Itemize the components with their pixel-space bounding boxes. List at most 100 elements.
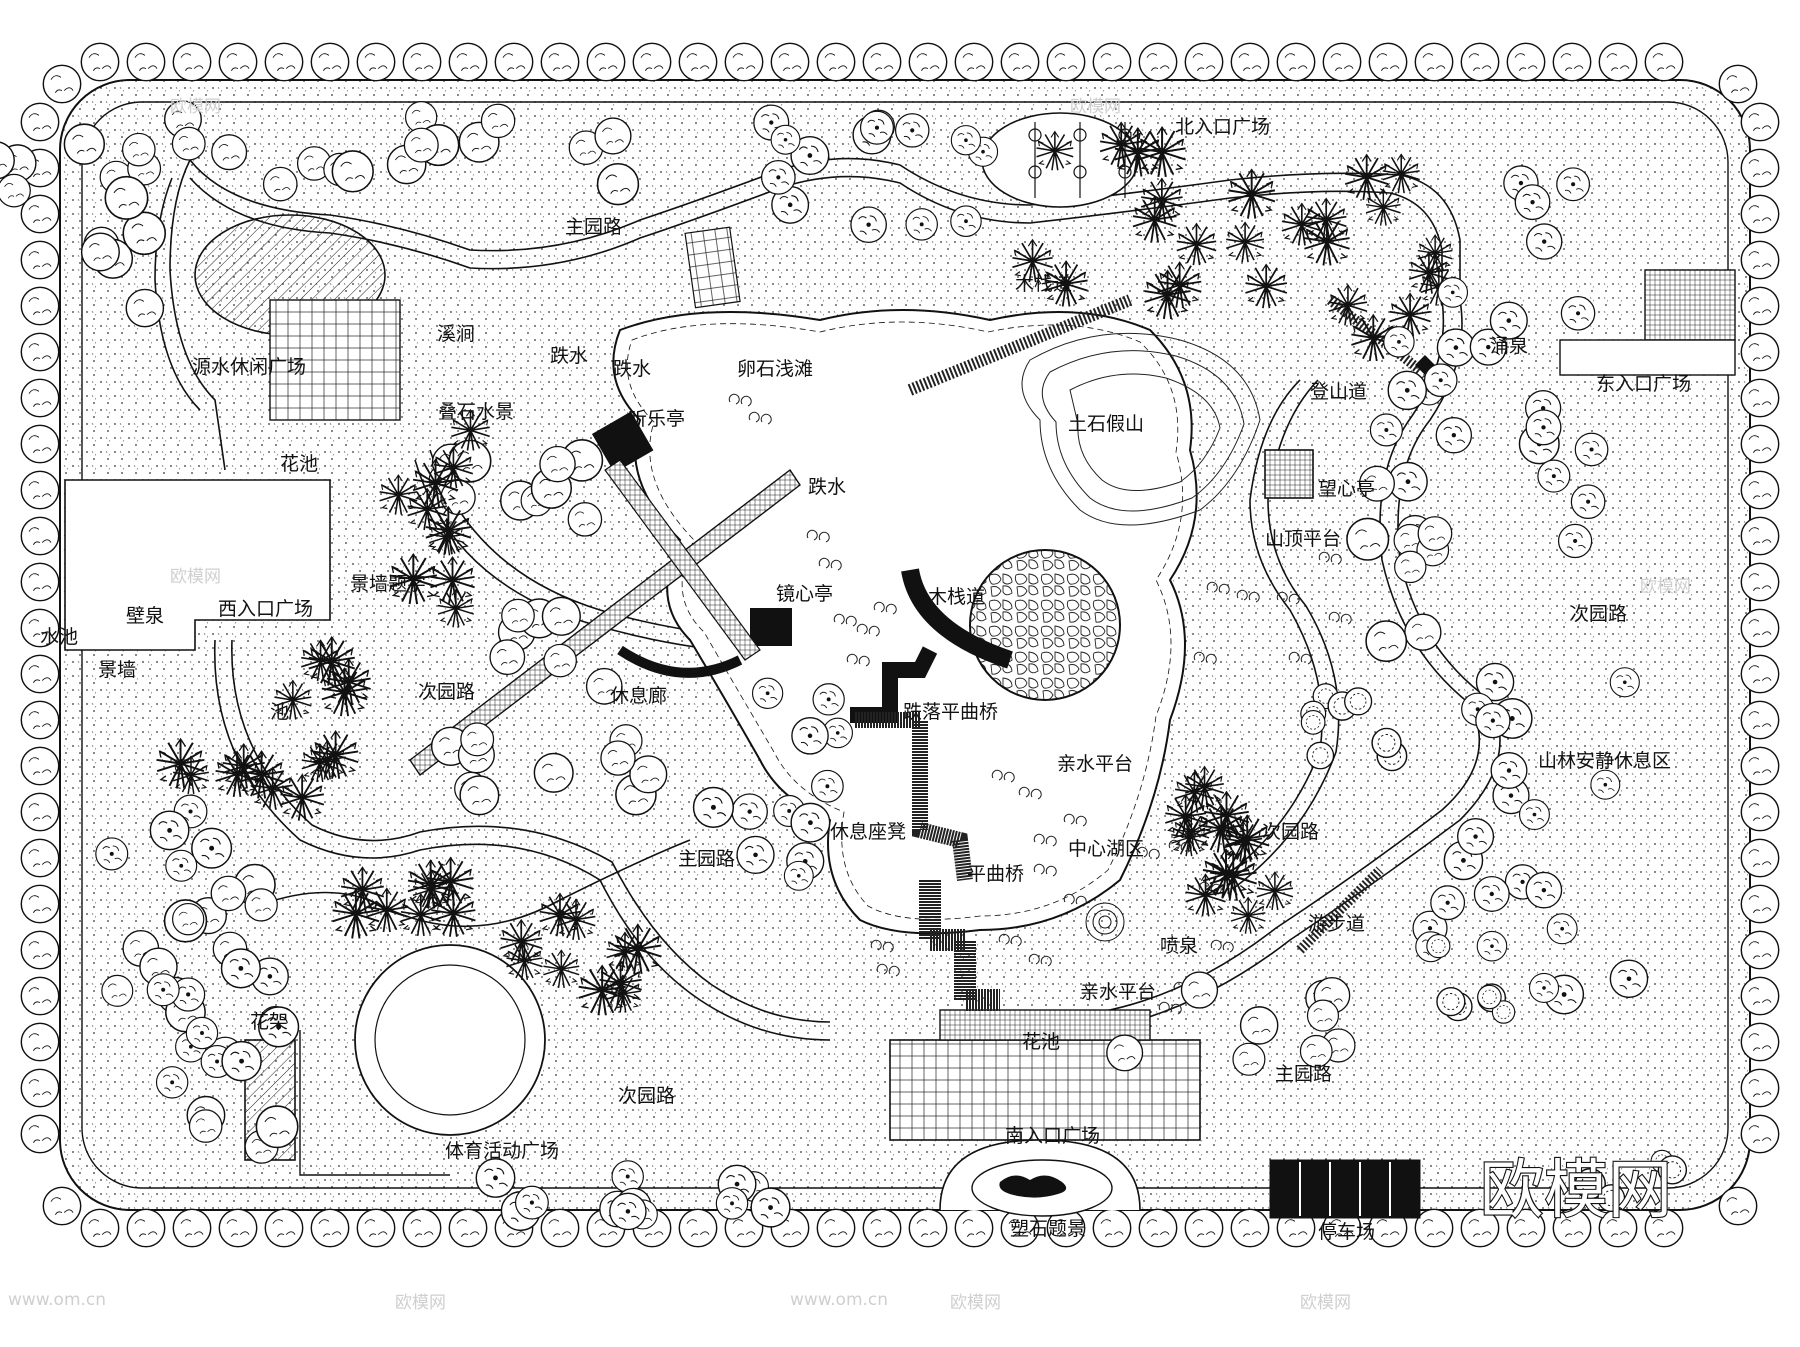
tree-symbol [1344, 687, 1373, 716]
tree-symbol [1365, 620, 1408, 663]
tree-symbol [331, 150, 374, 193]
tree-symbol [1180, 971, 1219, 1009]
tree-symbol [761, 160, 796, 195]
tree-symbol [905, 208, 938, 241]
tree-symbol [1740, 424, 1780, 464]
tree-symbol [1644, 42, 1684, 82]
tree-symbol [20, 746, 60, 786]
label-stream: 溪涧 [437, 323, 475, 345]
tree-symbol [403, 127, 439, 163]
tree-symbol [862, 42, 902, 82]
tree-symbol [185, 1016, 219, 1050]
label-plank-road: 木栈道 [928, 586, 985, 608]
label-stepping-3: 跌水 [808, 476, 846, 498]
label-trail: 游步道 [1308, 913, 1365, 935]
tree-symbol [514, 1185, 549, 1220]
tree-symbol [172, 1208, 212, 1248]
label-east-entry: 东入口广场 [1596, 373, 1691, 395]
tree-symbol [448, 42, 488, 82]
tree-symbol [850, 206, 887, 244]
label-sports-plaza: 体育活动广场 [445, 1140, 559, 1162]
label-stepping-2: 跌水 [613, 358, 651, 380]
tree-symbol [0, 173, 31, 208]
tree-symbol [1740, 654, 1780, 694]
tree-symbol [1570, 484, 1606, 520]
tree-symbol [724, 42, 764, 82]
tree-symbol [1138, 1208, 1178, 1248]
tree-symbol [1460, 42, 1500, 82]
tree-symbol [1369, 413, 1403, 447]
tree-symbol [1718, 64, 1758, 104]
tree-symbol [20, 470, 60, 510]
tree-symbol [20, 792, 60, 832]
label-flower-rack: 花架 [250, 1011, 288, 1033]
lake [612, 309, 1198, 935]
tree-symbol [475, 1157, 516, 1198]
tree-symbol [20, 654, 60, 694]
tree-symbol [262, 166, 298, 202]
tree-symbol [1387, 370, 1427, 411]
tree-symbol [596, 162, 640, 206]
tree-symbol [20, 286, 60, 326]
tree-symbol [859, 110, 894, 145]
label-secondary-path-e: 次园路 [1570, 603, 1627, 625]
tree-symbol [264, 1208, 304, 1248]
tree-symbol [1475, 702, 1511, 739]
label-landscape-wall: 景墙 [98, 659, 136, 681]
tree-symbol [1404, 613, 1442, 651]
tree-symbol [1230, 1208, 1270, 1248]
tree-symbol [172, 42, 212, 82]
label-secondary-path-se: 次园路 [1262, 821, 1319, 843]
tree-symbol [1306, 999, 1340, 1032]
label-waterside-platform-s: 亲水平台 [1080, 981, 1156, 1003]
label-yuanshui-plaza: 源水休闲广场 [192, 356, 306, 378]
tree-symbol [1371, 727, 1402, 759]
tree-symbol [1106, 1034, 1144, 1072]
label-secondary-path-w: 次园路 [418, 681, 475, 703]
tree-symbol [791, 717, 829, 755]
tree-symbol [1473, 876, 1510, 912]
tree-symbol [1525, 223, 1563, 260]
label-mountain-path: 登山道 [1310, 381, 1367, 403]
tree-symbol [1436, 328, 1476, 367]
tree-symbol [1489, 301, 1528, 340]
tree-symbol [1740, 332, 1780, 372]
tree-symbol [678, 42, 718, 82]
tree-symbol [715, 1187, 749, 1220]
tree-symbol [816, 1208, 856, 1248]
tree-symbol [149, 810, 190, 851]
tree-symbol [1740, 1068, 1780, 1108]
watermark: www.om.cn [790, 1290, 888, 1310]
tree-symbol [539, 445, 576, 483]
tree-symbol [480, 103, 516, 139]
label-wall-inscription: 景墙题字 [350, 573, 426, 595]
tree-symbol [1740, 930, 1780, 970]
tree-symbol [1537, 459, 1571, 493]
place-labels: 北入口广场 主园路 溪涧 源水休闲广场 跌水 跌水 卵石浅滩 叠石水景 听乐亭 … [40, 116, 1691, 1243]
tree-symbol [356, 42, 396, 82]
label-flat-bridge: 平曲桥 [967, 863, 1024, 885]
tree-symbol [750, 1187, 791, 1228]
tree-symbol [501, 598, 535, 633]
label-pool: 水池 [40, 626, 78, 648]
tree-symbol [1525, 871, 1563, 909]
tree-symbol [812, 683, 845, 716]
label-quiet-area: 山林安静休息区 [1538, 750, 1671, 772]
tree-symbol [1477, 984, 1502, 1010]
tree-symbol [244, 888, 278, 922]
tree-symbol [1740, 884, 1780, 924]
label-secondary-path-s: 次园路 [618, 1085, 675, 1107]
tree-symbol [171, 902, 205, 936]
tree-symbol [1000, 42, 1040, 82]
tree-symbol [1092, 42, 1132, 82]
tree-symbol [20, 884, 60, 924]
tree-symbol [567, 502, 603, 537]
tree-symbol [104, 175, 149, 220]
tree-symbol [1437, 277, 1469, 308]
tree-symbol [20, 930, 60, 970]
label-main-path-n: 主园路 [565, 216, 622, 238]
tree-symbol [1740, 516, 1780, 556]
label-cascade-bridge: 跌落平曲桥 [903, 701, 998, 723]
label-rest-bench: 休息座凳 [830, 821, 906, 843]
